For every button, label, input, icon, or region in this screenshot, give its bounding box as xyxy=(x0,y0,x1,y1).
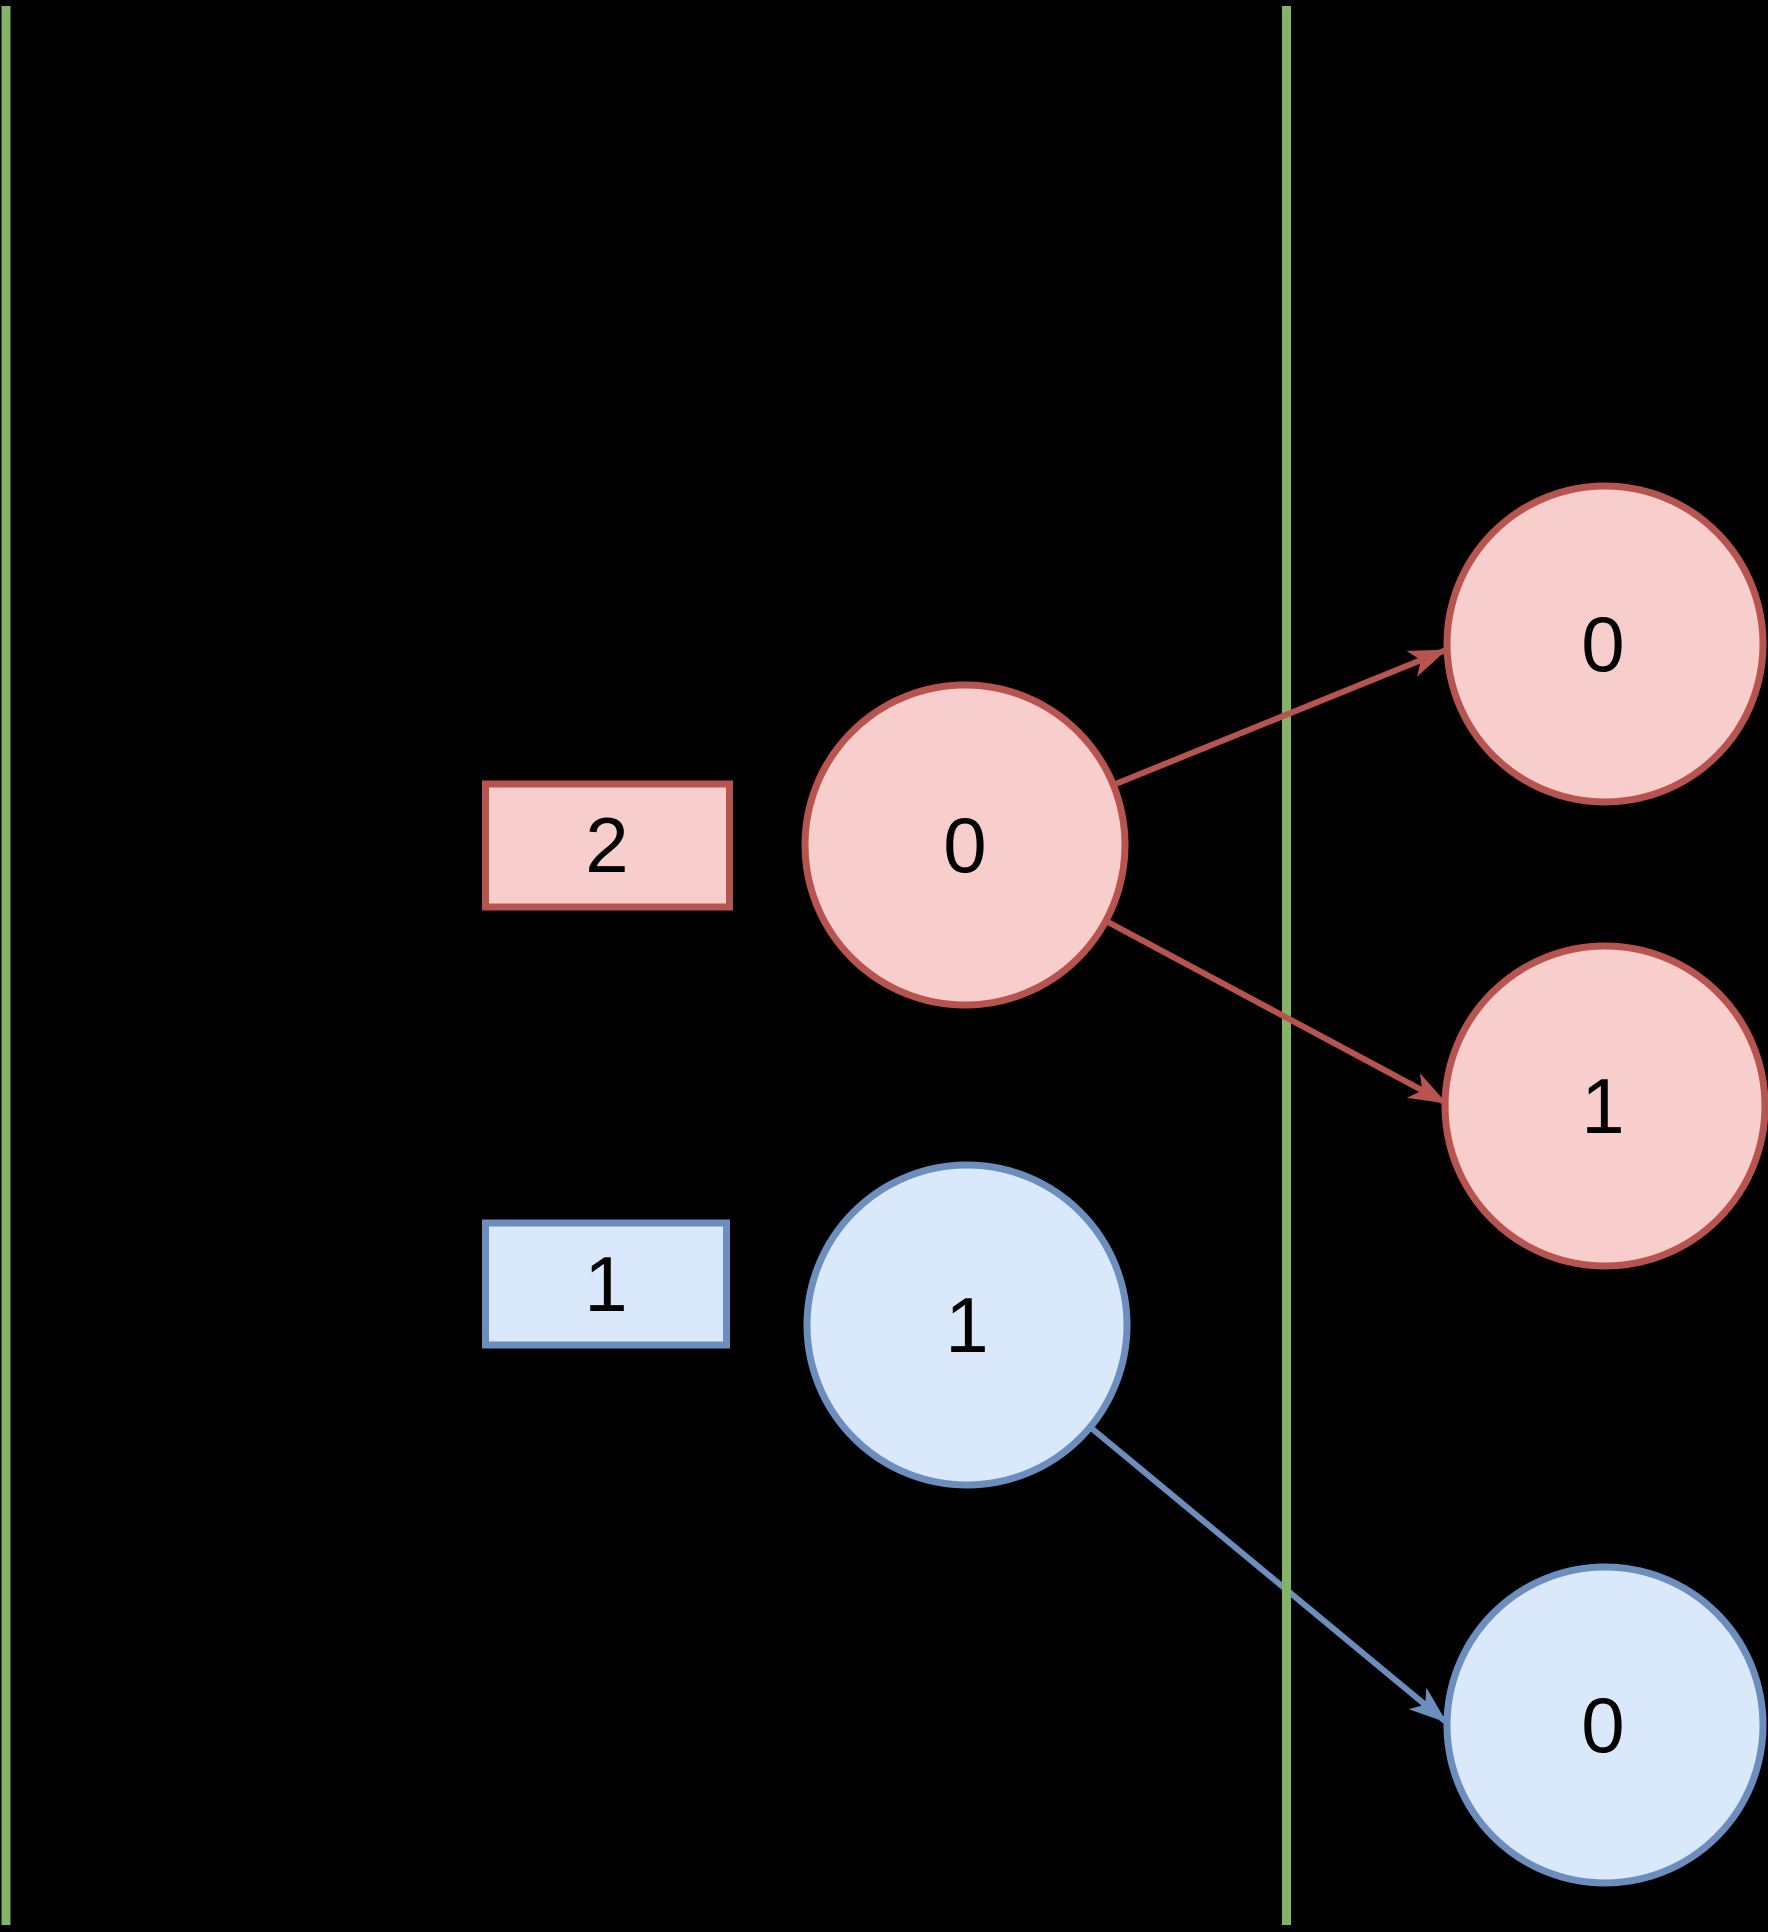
red-count-box-label: 2 xyxy=(585,801,628,889)
red-count-box xyxy=(482,780,733,911)
blue-target-node-label: 0 xyxy=(1581,1681,1624,1769)
red-edge-bottom xyxy=(1104,918,1448,1106)
red-source-node-label: 0 xyxy=(943,801,986,889)
blue-target-node xyxy=(1443,1563,1767,1887)
red-target-node-bottom-label: 1 xyxy=(1581,1062,1624,1150)
blue-edge xyxy=(1088,1424,1448,1725)
red-target-node-top-label: 0 xyxy=(1581,600,1624,688)
blue-count-box-label: 1 xyxy=(584,1240,627,1328)
red-edge-top xyxy=(1111,647,1448,788)
red-target-node-top xyxy=(1443,482,1767,806)
red-target-node-bottom xyxy=(1441,942,1768,1270)
blue-source-node xyxy=(803,1161,1131,1489)
blue-count-box xyxy=(482,1219,730,1349)
blue-source-node-label: 1 xyxy=(945,1281,988,1369)
red-source-node xyxy=(801,681,1129,1009)
